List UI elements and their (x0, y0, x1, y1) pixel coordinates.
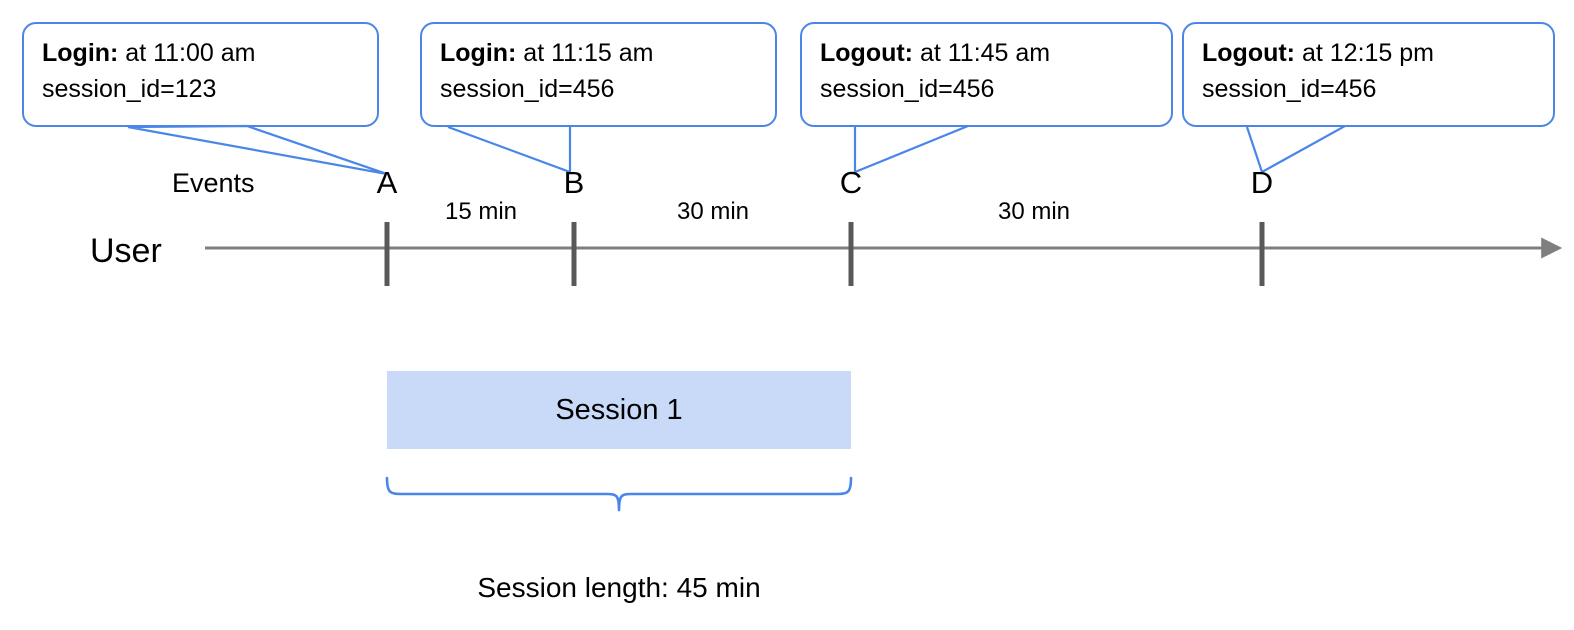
callout-event-d: Logout: at 12:15 pm session_id=456 (1182, 22, 1555, 127)
callout-c-line1: Logout: at 11:45 am (820, 36, 1155, 72)
interval-label-c-d: 30 min (997, 198, 1071, 225)
callout-d-event-type: Logout: (1202, 39, 1296, 67)
callout-tail-c (853, 124, 969, 174)
callout-b-line1: Login: at 11:15 am (440, 36, 759, 72)
callout-event-a: Login: at 11:00 am session_id=123 (22, 22, 379, 127)
marker-label-c: C (839, 165, 863, 200)
callout-d-session: session_id=456 (1202, 74, 1377, 103)
callout-b-event-type: Login: (440, 39, 517, 67)
interval-label-a-b: 15 min (444, 198, 518, 225)
lane-label-user: User (90, 232, 162, 270)
callout-event-b: Login: at 11:15 am session_id=456 (420, 22, 777, 127)
session-brace (385, 476, 853, 512)
callout-c-time: at 11:45 am (913, 39, 1051, 67)
callout-a-time: at 11:00 am (118, 39, 256, 67)
callout-c-session: session_id=456 (820, 74, 995, 103)
callout-b-time: at 11:15 am (516, 39, 654, 67)
session-bar-session-1: Session 1 (387, 371, 851, 449)
callout-c-event-type: Logout: (820, 39, 914, 67)
callout-tail-b (447, 125, 572, 174)
events-label: Events (172, 168, 255, 198)
marker-label-a: A (376, 165, 398, 200)
callout-a-event-type: Login: (42, 39, 119, 67)
session-bar-label: Session 1 (555, 393, 683, 426)
callout-tail-a (127, 124, 388, 176)
callout-a-line1: Login: at 11:00 am (42, 36, 361, 72)
callout-a-session: session_id=123 (42, 74, 217, 103)
session-length-caption: Session length: 45 min (477, 572, 761, 603)
callout-b-session: session_id=456 (440, 74, 615, 103)
callout-event-c: Logout: at 11:45 am session_id=456 (800, 22, 1173, 127)
marker-label-d: D (1250, 165, 1274, 200)
interval-label-b-c: 30 min (676, 198, 750, 225)
callout-d-time: at 12:15 pm (1295, 39, 1434, 67)
callout-d-line1: Logout: at 12:15 pm (1202, 36, 1537, 72)
marker-label-b: B (563, 165, 585, 200)
